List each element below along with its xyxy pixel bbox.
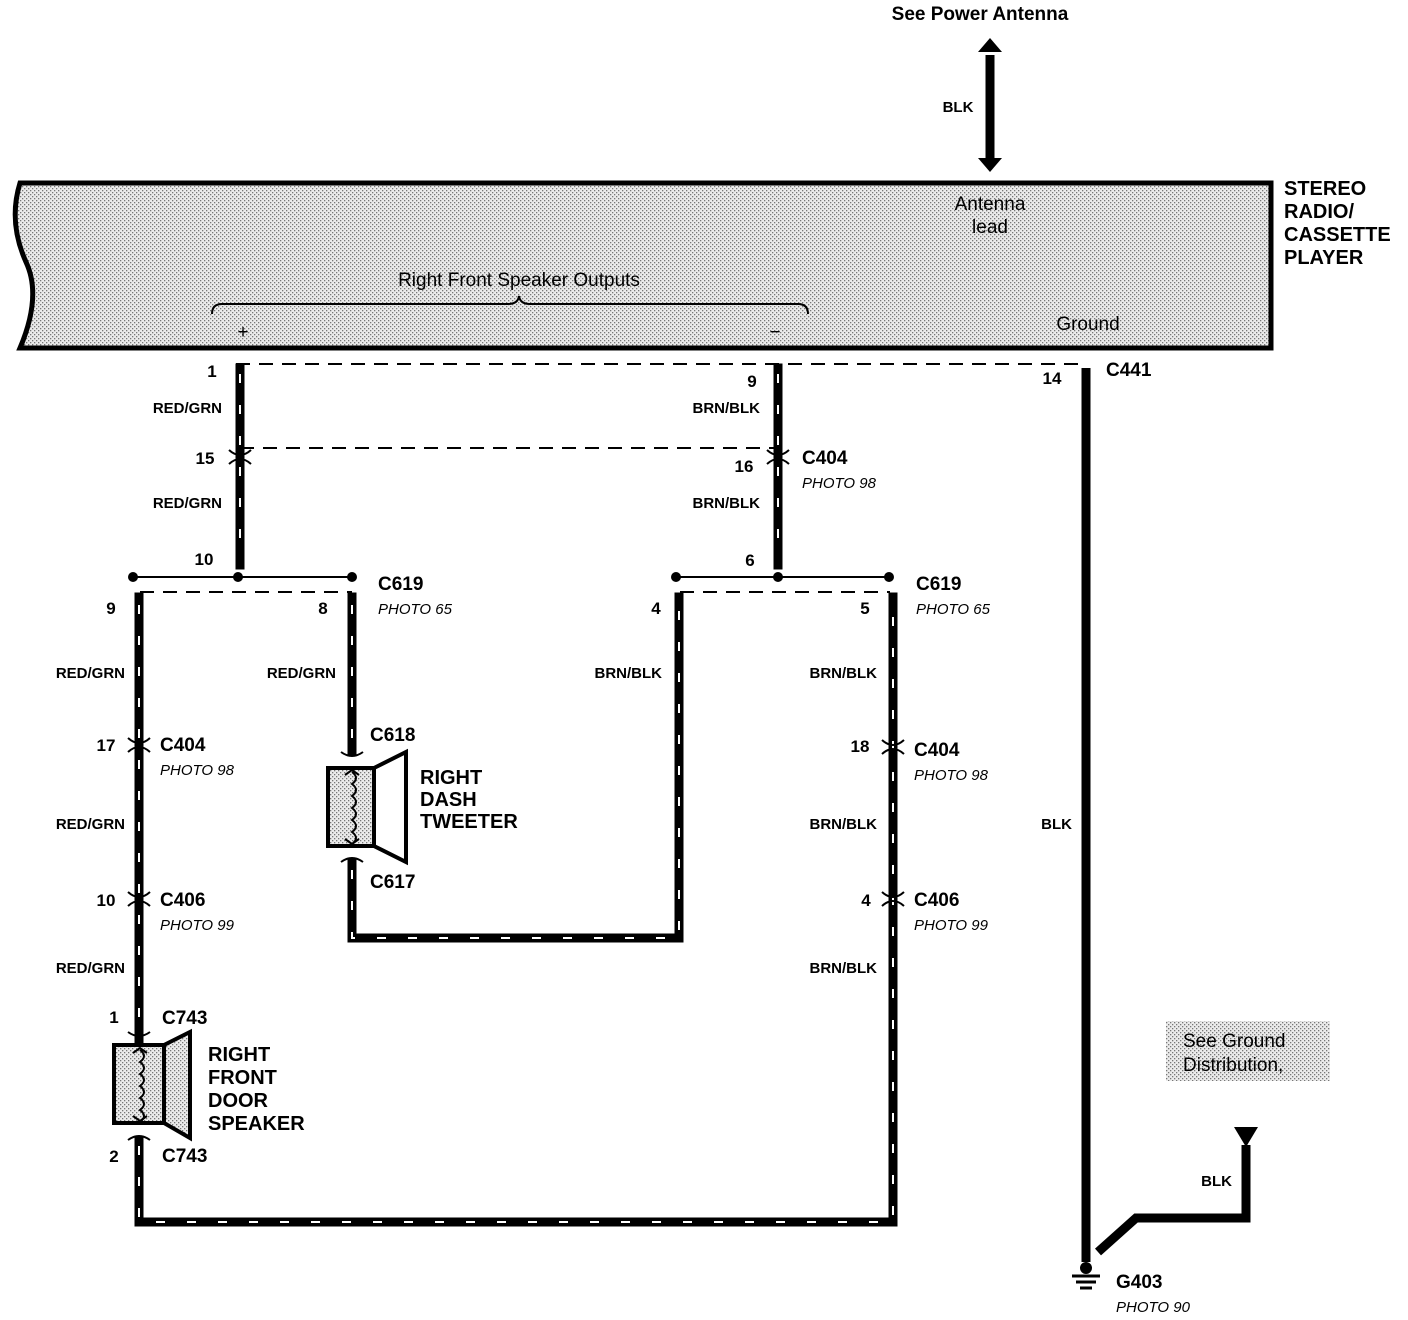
c619-right-label: C619 — [916, 574, 961, 595]
c619-pos-splice — [128, 572, 357, 582]
c619-right-photo: PHOTO 65 — [916, 601, 991, 618]
pin-radio-gnd: 14 — [1043, 369, 1062, 388]
minus-terminal-label: − — [769, 322, 780, 343]
c441-label: C441 — [1106, 360, 1152, 381]
wire-brn-blk-tweeter-neg — [347, 592, 684, 943]
pin-c404-neg: 16 — [735, 457, 754, 476]
pin-c743-neg: 2 — [109, 1147, 118, 1166]
wire-color-red-grn-5: RED/GRN — [56, 960, 125, 977]
c404-upper-pos-terminal — [228, 449, 252, 465]
c404-right-photo: PHOTO 98 — [914, 767, 989, 784]
antenna-lead-arrow — [978, 38, 1002, 172]
pin-c406-pos: 10 — [97, 891, 116, 910]
pin-c619-tweeter-neg: 4 — [651, 599, 661, 618]
c743-top-label: C743 — [162, 1008, 207, 1029]
pin-c619-pos-in: 10 — [195, 550, 214, 569]
c743-neg-terminal — [127, 1135, 151, 1141]
ground-symbol — [1072, 1262, 1100, 1290]
wire-color-red-grn-2: RED/GRN — [153, 495, 222, 512]
c406-right-label: C406 — [914, 890, 959, 911]
wire-color-brn-blk-5: BRN/BLK — [810, 816, 878, 833]
wire-brn-blk-door-neg — [134, 592, 898, 1227]
door-speaker-name-line-1: RIGHT — [208, 1044, 270, 1066]
pin-c406-neg: 4 — [861, 891, 871, 910]
antenna-lead-label-1: Antenna — [955, 194, 1026, 215]
c617-terminal — [340, 857, 364, 863]
door-speaker-name-line-2: FRONT — [208, 1067, 277, 1089]
c404-upper-photo: PHOTO 98 — [802, 475, 877, 492]
c406-left-label: C406 — [160, 890, 205, 911]
wire-color-red-grn-4: RED/GRN — [56, 816, 125, 833]
pin-c404-door-pos: 17 — [97, 736, 116, 755]
c743-bottom-label: C743 — [162, 1146, 207, 1167]
pin-c619-door-pos: 9 — [106, 599, 115, 618]
antenna-lead-label-2: lead — [972, 217, 1008, 238]
plus-terminal-label: + — [237, 322, 248, 343]
stereo-radio-name: STEREO RADIO/ CASSETTE PLAYER — [1284, 178, 1391, 269]
c618-terminal — [340, 751, 364, 757]
wire-color-red-grn-3: RED/GRN — [56, 665, 125, 682]
pin-radio-pos: 1 — [207, 362, 216, 381]
speaker-outputs-label: Right Front Speaker Outputs — [398, 270, 640, 291]
radio-name-line-4: PLAYER — [1284, 247, 1364, 269]
pin-radio-neg: 9 — [747, 372, 756, 391]
ground-ref-line-1: See Ground — [1183, 1031, 1285, 1052]
wire-blk-ground — [1081, 368, 1258, 1262]
pin-c404-pos: 15 — [196, 449, 215, 468]
g403-label: G403 — [1116, 1272, 1162, 1293]
c404-upper-label: C404 — [802, 448, 848, 469]
c406-pos-terminal — [127, 891, 151, 907]
pin-c619-door-neg: 5 — [860, 599, 869, 618]
antenna-wire-color: BLK — [943, 99, 974, 116]
radio-name-line-1: STEREO — [1284, 178, 1366, 200]
wire-color-brn-blk-1: BRN/BLK — [693, 400, 761, 417]
tweeter-name-line-2: DASH — [420, 789, 477, 811]
tweeter-name-line-1: RIGHT — [420, 767, 482, 789]
c404-door-pos-terminal — [127, 737, 151, 753]
c404-door-neg-terminal — [881, 739, 905, 755]
wire-color-brn-blk-2: BRN/BLK — [693, 495, 761, 512]
wire-color-blk-ground: BLK — [1041, 816, 1072, 833]
wire-color-red-grn-6: RED/GRN — [267, 665, 336, 682]
c404-left-photo: PHOTO 98 — [160, 762, 235, 779]
c619-neg-splice — [671, 572, 894, 582]
door-speaker-symbol — [112, 1028, 192, 1142]
pin-c404-door-neg: 18 — [851, 737, 870, 756]
c617-label: C617 — [370, 872, 415, 893]
c404-left-label: C404 — [160, 735, 206, 756]
c406-neg-terminal — [881, 891, 905, 907]
door-speaker-name-line-4: SPEAKER — [208, 1113, 305, 1135]
wire-color-blk-ground-ref: BLK — [1201, 1173, 1232, 1190]
c404-right-label: C404 — [914, 740, 960, 761]
ground-terminal-label: Ground — [1056, 314, 1119, 335]
wire-color-brn-blk-6: BRN/BLK — [810, 960, 878, 977]
c619-left-label: C619 — [378, 574, 423, 595]
wire-color-red-grn-1: RED/GRN — [153, 400, 222, 417]
ground-ref-line-2: Distribution, — [1183, 1055, 1283, 1076]
speaker-outputs-brace — [211, 295, 809, 315]
radio-name-line-2: RADIO/ — [1284, 201, 1354, 223]
g403-photo: PHOTO 90 — [1116, 1299, 1191, 1316]
c406-right-photo: PHOTO 99 — [914, 917, 989, 934]
wire-color-brn-blk-3: BRN/BLK — [595, 665, 663, 682]
c618-label: C618 — [370, 725, 415, 746]
c619-left-photo: PHOTO 65 — [378, 601, 453, 618]
c406-left-photo: PHOTO 99 — [160, 917, 235, 934]
tweeter-symbol — [326, 748, 408, 866]
stereo-radio-body — [12, 180, 1274, 351]
ground-ref-box — [1166, 1021, 1330, 1081]
pin-c619-tweeter-pos: 8 — [318, 599, 327, 618]
wire-color-brn-blk-4: BRN/BLK — [810, 665, 878, 682]
pin-c743-pos: 1 — [109, 1008, 118, 1027]
tweeter-name-line-3: TWEETER — [420, 811, 518, 833]
c404-upper-neg-terminal — [766, 449, 790, 465]
c743-pos-terminal — [127, 1031, 151, 1037]
pin-c619-neg-in: 6 — [745, 551, 754, 570]
door-speaker-name-line-3: DOOR — [208, 1090, 269, 1112]
power-antenna-ref: See Power Antenna — [892, 4, 1069, 25]
radio-name-line-3: CASSETTE — [1284, 224, 1391, 246]
